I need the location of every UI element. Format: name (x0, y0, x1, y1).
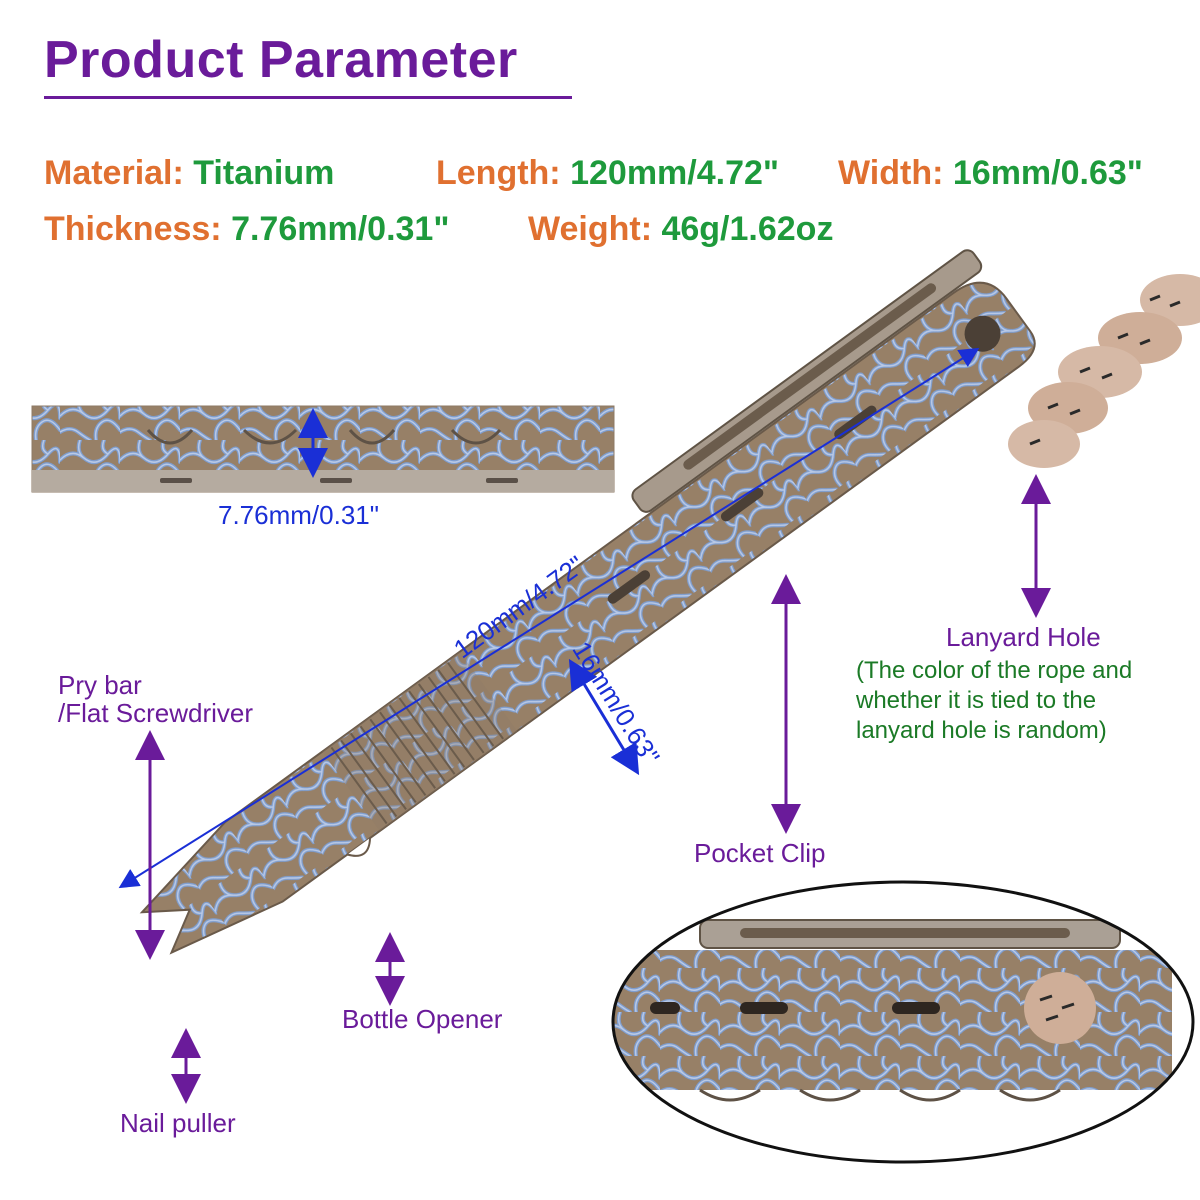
length-arrow (118, 347, 980, 889)
detail-zoom (611, 880, 1195, 1164)
spec-length-value: 120mm/4.72" (570, 154, 780, 192)
tool-body (139, 249, 1036, 955)
spec-weight-value: 46g/1.62oz (661, 210, 834, 248)
spec-width: Width: 16mm/0.63" (838, 154, 1143, 193)
side-view-bar (31, 405, 615, 493)
lanyard-note-line-3: lanyard hole is random) (856, 717, 1107, 744)
spec-width-value: 16mm/0.63" (952, 154, 1143, 192)
lanyard-rope (1008, 274, 1200, 468)
lanyard-note-line-2: whether it is tied to the (856, 687, 1097, 714)
spec-material: Material: Titanium (44, 154, 334, 193)
flat-screwdriver-label: /Flat Screwdriver (58, 698, 254, 728)
lanyard-note-line-1: (The color of the rope and (856, 657, 1133, 684)
lanyard-hole-label: Lanyard Hole (946, 622, 1101, 652)
pocket-clip-label: Pocket Clip (694, 838, 826, 868)
spec-thickness-value: 7.76mm/0.31" (231, 210, 450, 248)
pry-bar-label: Pry bar (58, 670, 142, 700)
spec-weight-label: Weight: (528, 210, 653, 248)
width-arrow (568, 658, 640, 776)
bottle-opener-label: Bottle Opener (342, 1004, 503, 1034)
page-title: Product Parameter (44, 31, 518, 89)
spec-weight: Weight: 46g/1.62oz (528, 210, 833, 249)
spec-length: Length: 120mm/4.72" (436, 154, 779, 193)
spec-thickness-label: Thickness: (44, 210, 222, 248)
spec-thickness: Thickness: 7.76mm/0.31" (44, 210, 449, 249)
spec-material-value: Titanium (193, 154, 335, 192)
spec-width-label: Width: (838, 154, 944, 192)
lanyard-note: (The color of the rope and whether it is… (856, 656, 1132, 746)
title-underline (44, 96, 572, 99)
spec-material-label: Material: (44, 154, 184, 192)
thickness-dimension-label: 7.76mm/0.31" (218, 500, 379, 530)
nail-puller-label: Nail puller (120, 1108, 236, 1138)
spec-length-label: Length: (436, 154, 561, 192)
